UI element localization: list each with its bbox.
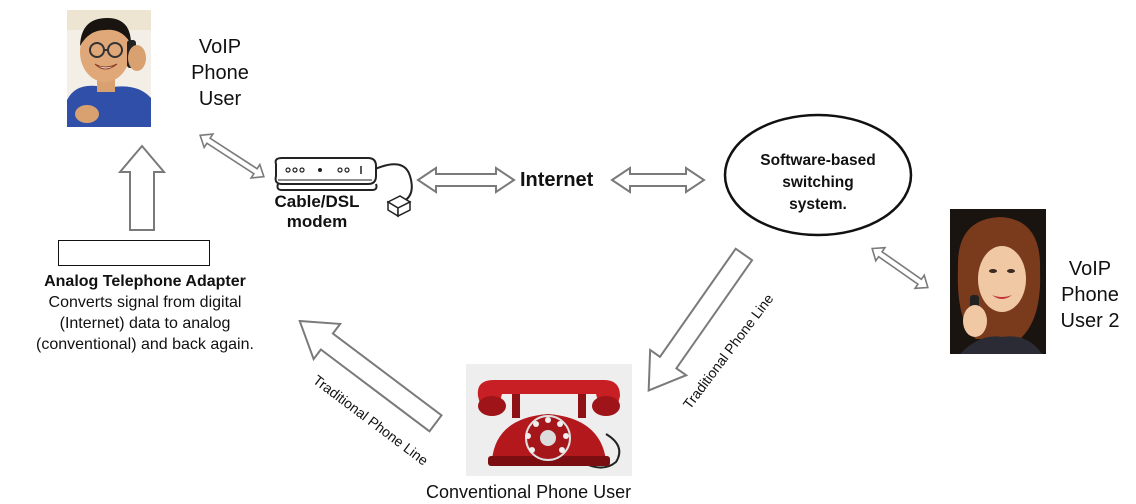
voip-user-2-line: User 2 xyxy=(1060,310,1120,332)
modem-label-line: Cable/DSL xyxy=(274,192,360,211)
switch-label-line: switching xyxy=(782,174,854,191)
voip-user-1-line: Phone xyxy=(191,62,249,84)
arrow-switch-user2 xyxy=(871,246,929,290)
ata-title: Analog Telephone Adapter xyxy=(44,273,246,290)
arrow-phone-to-ata xyxy=(298,319,443,433)
voip-user-2-line: Phone xyxy=(1061,284,1119,306)
voip-user-1-line: User xyxy=(198,88,242,110)
adapter-box-icon xyxy=(58,240,210,266)
voip-user-1-line: VoIP xyxy=(198,36,242,58)
arrow-modem-internet xyxy=(416,166,516,194)
conventional-phone-label: Conventional Phone User xyxy=(426,482,632,502)
modem-label-line: modem xyxy=(286,212,348,231)
man-on-phone-photo xyxy=(67,10,151,127)
switch-label-line: Software-based xyxy=(760,152,876,169)
switch-ellipse xyxy=(722,112,914,238)
woman-on-phone-photo xyxy=(950,209,1046,354)
voip-user-2-line: VoIP xyxy=(1068,258,1112,280)
switch-label: Software-based switching system. xyxy=(732,150,904,216)
modem-icon xyxy=(268,150,418,225)
voip-user-2-label: VoIP Phone User 2 xyxy=(1050,256,1130,334)
arrow-internet-switch xyxy=(610,166,706,194)
ata-desc-line: Converts signal from digital xyxy=(48,294,242,311)
red-rotary-phone-photo xyxy=(466,364,632,476)
arrow-ata-to-user xyxy=(117,144,167,231)
arrow-switch-to-phone xyxy=(647,247,754,392)
arrow-user1-modem xyxy=(199,133,265,179)
modem-label: Cable/DSL modem xyxy=(262,192,372,232)
voip-user-1-label: VoIP Phone User xyxy=(172,34,268,112)
ata-desc-line: (Internet) data to analog xyxy=(59,315,231,332)
internet-label: Internet xyxy=(520,169,594,191)
switch-label-line: system. xyxy=(789,196,847,213)
ata-desc-line: (conventional) and back again. xyxy=(36,336,254,353)
ata-text: Analog Telephone Adapter Converts signal… xyxy=(0,271,290,355)
